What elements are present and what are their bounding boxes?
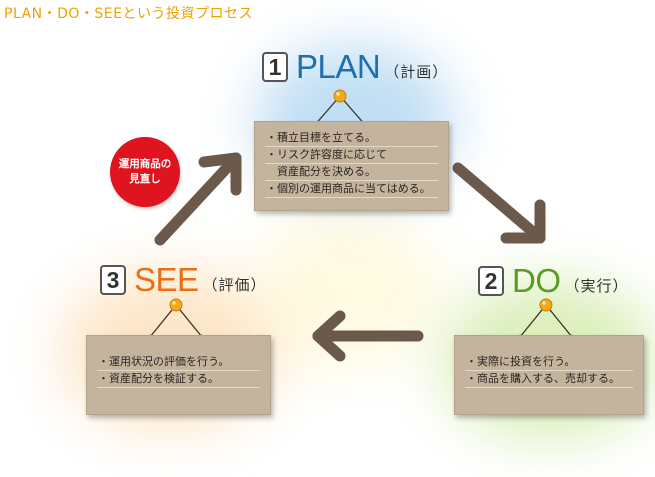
arrow-plan-to-do-head <box>500 199 546 244</box>
plan-heading: 1 PLAN （計画） <box>262 48 448 86</box>
see-note-line: ・資産配分を検証する。 <box>97 371 260 388</box>
do-title: DO <box>512 262 561 299</box>
plan-number: 1 <box>262 52 288 82</box>
plan-note-line: ・個別の運用商品に当てはめる。 <box>265 181 438 198</box>
review-badge-line: 見直し <box>129 173 161 185</box>
see-number: 3 <box>100 265 126 295</box>
see-title: SEE <box>134 261 199 298</box>
do-number: 2 <box>478 266 504 296</box>
plan-note: ・積立目標を立てる。 ・リスク許容度に応じて 資産配分を決める。 ・個別の運用商… <box>254 121 449 211</box>
page-title: PLAN・DO・SEEという投資プロセス <box>4 6 253 22</box>
plan-subtitle: （計画） <box>384 62 449 81</box>
see-note: ・運用状況の評価を行う。 ・資産配分を検証する。 <box>86 335 271 415</box>
arrow-plan-to-do <box>452 162 546 244</box>
see-heading: 3 SEE （評価） <box>100 261 267 299</box>
do-note-line: ・実際に投資を行う。 <box>465 354 633 371</box>
see-note-line: ・運用状況の評価を行う。 <box>97 354 260 371</box>
see-subtitle: （評価） <box>202 275 267 294</box>
plan-note-line: ・積立目標を立てる。 <box>265 130 438 147</box>
do-note: ・実際に投資を行う。 ・商品を購入する、売却する。 <box>454 335 644 415</box>
arrow-see-to-plan-head <box>198 152 242 196</box>
see-pin-icon <box>147 298 205 340</box>
plan-title: PLAN <box>296 48 381 85</box>
review-badge-line: 運用商品の <box>118 158 172 170</box>
do-subtitle: （実行） <box>564 276 629 295</box>
do-note-line: ・商品を購入する、売却する。 <box>465 371 633 388</box>
plan-note-line: 資産配分を決める。 <box>265 164 438 181</box>
do-heading: 2 DO （実行） <box>478 262 629 300</box>
review-badge: 運用商品の 見直し <box>110 137 180 207</box>
plan-note-line: ・リスク許容度に応じて <box>265 147 438 164</box>
arrow-do-to-see-head <box>312 310 346 362</box>
arrow-see-to-plan <box>154 152 242 246</box>
